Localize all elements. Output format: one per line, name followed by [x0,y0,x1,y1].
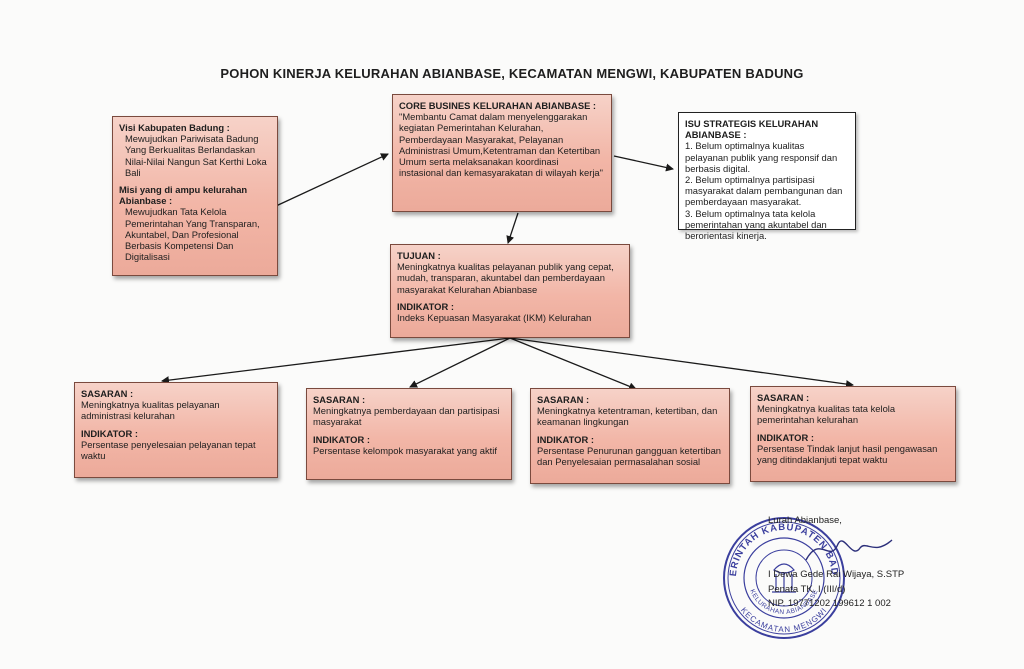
sasaran-box-1: SASARAN : Meningkatnya kualitas pelayana… [74,382,278,478]
arrow-core-to-isu [613,155,674,172]
core-text: "Membantu Camat dalam menyelenggarakan k… [399,111,603,179]
sasaran-indikator-heading: INDIKATOR : [537,433,594,445]
arrow-visi-to-core [275,153,389,207]
sasaran-box-2: SASARAN : Meningkatnya pemberdayaan dan … [306,388,512,480]
tujuan-indikator-text: Indeks Kepuasan Masyarakat (IKM) Kelurah… [397,312,592,324]
tujuan-indikator-heading: INDIKATOR : [397,300,454,312]
official-stamp: PEMERINTAH KABUPATEN BADUNG KELURAHAN AB… [718,512,845,639]
arrow-tujuan-to-sasaran-3 [509,337,637,391]
sasaran-text: Meningkatnya ketentraman, ketertiban, da… [537,405,718,428]
sasaran-text: Meningkatnya kualitas pelayanan administ… [81,399,220,422]
tujuan-box: TUJUAN : Meningkatnya kualitas pelayanan… [390,244,630,338]
tujuan-heading: TUJUAN : [397,250,441,261]
misi-heading: Misi yang di ampu kelurahan Abianbase : [119,184,248,207]
arrow-tujuan-to-sasaran-4 [509,337,854,389]
sasaran-indikator-heading: INDIKATOR : [81,427,138,439]
sasaran-indikator-heading: INDIKATOR : [757,431,814,443]
handwritten-signature [805,539,893,561]
page-title: POHON KINERJA KELURAHAN ABIANBASE, KECAM… [220,66,804,81]
isu-item: 3. Belum optimalnya tata kelola pemerint… [685,207,827,242]
sasaran-indikator-text: Persentase Tindak lanjut hasil pengawasa… [757,442,938,466]
arrow-tujuan-to-sasaran-1 [161,337,511,385]
sasaran-indikator-heading: INDIKATOR : [313,433,370,445]
sasaran-indikator-text: Persentase kelompok masyarakat yang akti… [313,444,497,456]
sasaran-heading: SASARAN : [81,388,134,399]
visi-text: Mewujudkan Pariwisata Badung Yang Berkua… [125,133,267,178]
visi-heading: Visi Kabupaten Badung : [119,122,230,133]
sasaran-heading: SASARAN : [313,394,366,405]
signature-details: I Dewa Gede Rai Wijaya, S.STP Penata TK.… [768,568,968,612]
core-heading: CORE BUSINES KELURAHAN ABIANBASE : [399,100,597,111]
sasaran-indikator-text: Persentase Penurunan gangguan ketertiban… [537,444,721,468]
sasaran-box-3: SASARAN : Meningkatnya ketentraman, kete… [530,388,730,484]
sasaran-heading: SASARAN : [757,392,810,403]
sasaran-text: Meningkatnya pemberdayaan dan partisipas… [313,405,500,428]
signature-rank: Penata TK. I (III/d) [768,583,846,595]
stamp-emblem [772,563,796,593]
isu-heading: ISU STRATEGIS KELURAHAN ABIANBASE : [685,118,819,141]
tujuan-text: Meningkatnya kualitas pelayanan publik y… [397,261,614,295]
isu-item: 2. Belum optimalnya partisipasi masyarak… [685,174,843,208]
signature-position: Lurah Abianbase, [768,515,842,526]
isu-item: 1. Belum optimalnya kualitas pelayanan p… [685,140,838,174]
sasaran-heading: SASARAN : [537,394,590,405]
sasaran-box-4: SASARAN : Meningkatnya kualitas tata kel… [750,386,956,482]
signature-nip: NIP. 19771202 199612 1 002 [768,598,891,609]
signature-name: I Dewa Gede Rai Wijaya, S.STP [768,569,905,580]
arrow-tujuan-to-sasaran-2 [409,337,511,388]
sasaran-text: Meningkatnya kualitas tata kelola pemeri… [757,403,896,426]
visi-misi-box: Visi Kabupaten Badung : Mewujudkan Pariw… [112,116,278,276]
misi-text: Mewujudkan Tata Kelola Pemerintahan Yang… [125,206,260,263]
isu-strategis-box: ISU STRATEGIS KELURAHAN ABIANBASE : 1. B… [678,112,856,241]
signature-block: Lurah Abianbase, [768,514,928,529]
sasaran-indikator-text: Persentase penyelesaian pelayanan tepat … [81,438,256,462]
arrow-core-to-tujuan [506,212,519,244]
core-business-box: CORE BUSINES KELURAHAN ABIANBASE : "Memb… [392,94,612,212]
